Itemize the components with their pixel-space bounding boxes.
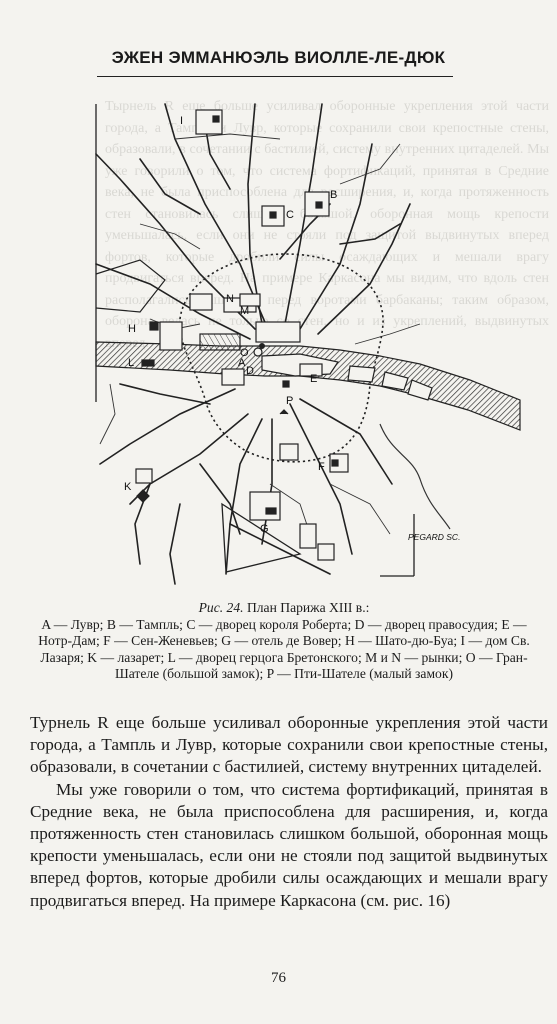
figure-24: Тырнель R еще больше усиливал оборонные …: [0, 84, 557, 599]
buildings: [135, 109, 349, 561]
map-label-a: A: [238, 357, 246, 369]
map-label-k: K: [124, 481, 132, 493]
map-label-i: I: [180, 115, 183, 127]
map-symbols: [136, 115, 339, 515]
map-label-o: O: [240, 347, 249, 359]
river-seine: [95, 341, 521, 431]
map-label-e: E: [310, 373, 317, 385]
map-label-f: F: [318, 461, 325, 473]
figure-caption: Рис. 24. План Парижа XIII в.: A — Лувр; …: [28, 600, 540, 683]
plot-north: [95, 259, 166, 313]
map-label-b: B: [330, 189, 337, 201]
map-label-p: P: [286, 395, 293, 407]
paragraph-1: Турнель R еще больше усиливал оборонные …: [30, 713, 548, 777]
map-label-h: H: [128, 323, 136, 335]
map-label-c: C: [286, 209, 294, 221]
map-label-l: L: [128, 357, 134, 369]
paris-map: A B C D E F G H I K L M N O P PEGARD SC.: [95, 103, 521, 585]
tributary: [379, 423, 451, 530]
map-label-n: N: [226, 293, 234, 305]
paragraph-2: Мы уже говорили о том, что система форти…: [30, 779, 548, 910]
engraver-signature: PEGARD SC.: [408, 532, 460, 542]
roads: [95, 103, 411, 585]
caption-figure-label: Рис. 24.: [198, 600, 244, 615]
caption-title: Рис. 24. План Парижа XIII в.:: [28, 600, 540, 617]
running-head: ЭЖЕН ЭММАНЮЭЛЬ ВИОЛЛЕ-ЛЕ-ДЮК: [111, 48, 446, 67]
map-label-g: G: [260, 523, 269, 535]
map-label-m: M: [240, 305, 249, 317]
body-text: Турнель R еще больше усиливал оборонные …: [30, 712, 548, 912]
header-rule: [97, 76, 453, 77]
page-number: 76: [271, 970, 286, 986]
show-through-text: Тырнель R еще больше усиливал оборонные …: [105, 99, 549, 351]
plot-g: [221, 502, 302, 573]
caption-legend: A — Лувр; B — Тампль; C — дворец короля …: [38, 616, 530, 682]
caption-figure-title: План Парижа XIII в.:: [243, 600, 370, 615]
map-label-d: D: [246, 365, 254, 377]
